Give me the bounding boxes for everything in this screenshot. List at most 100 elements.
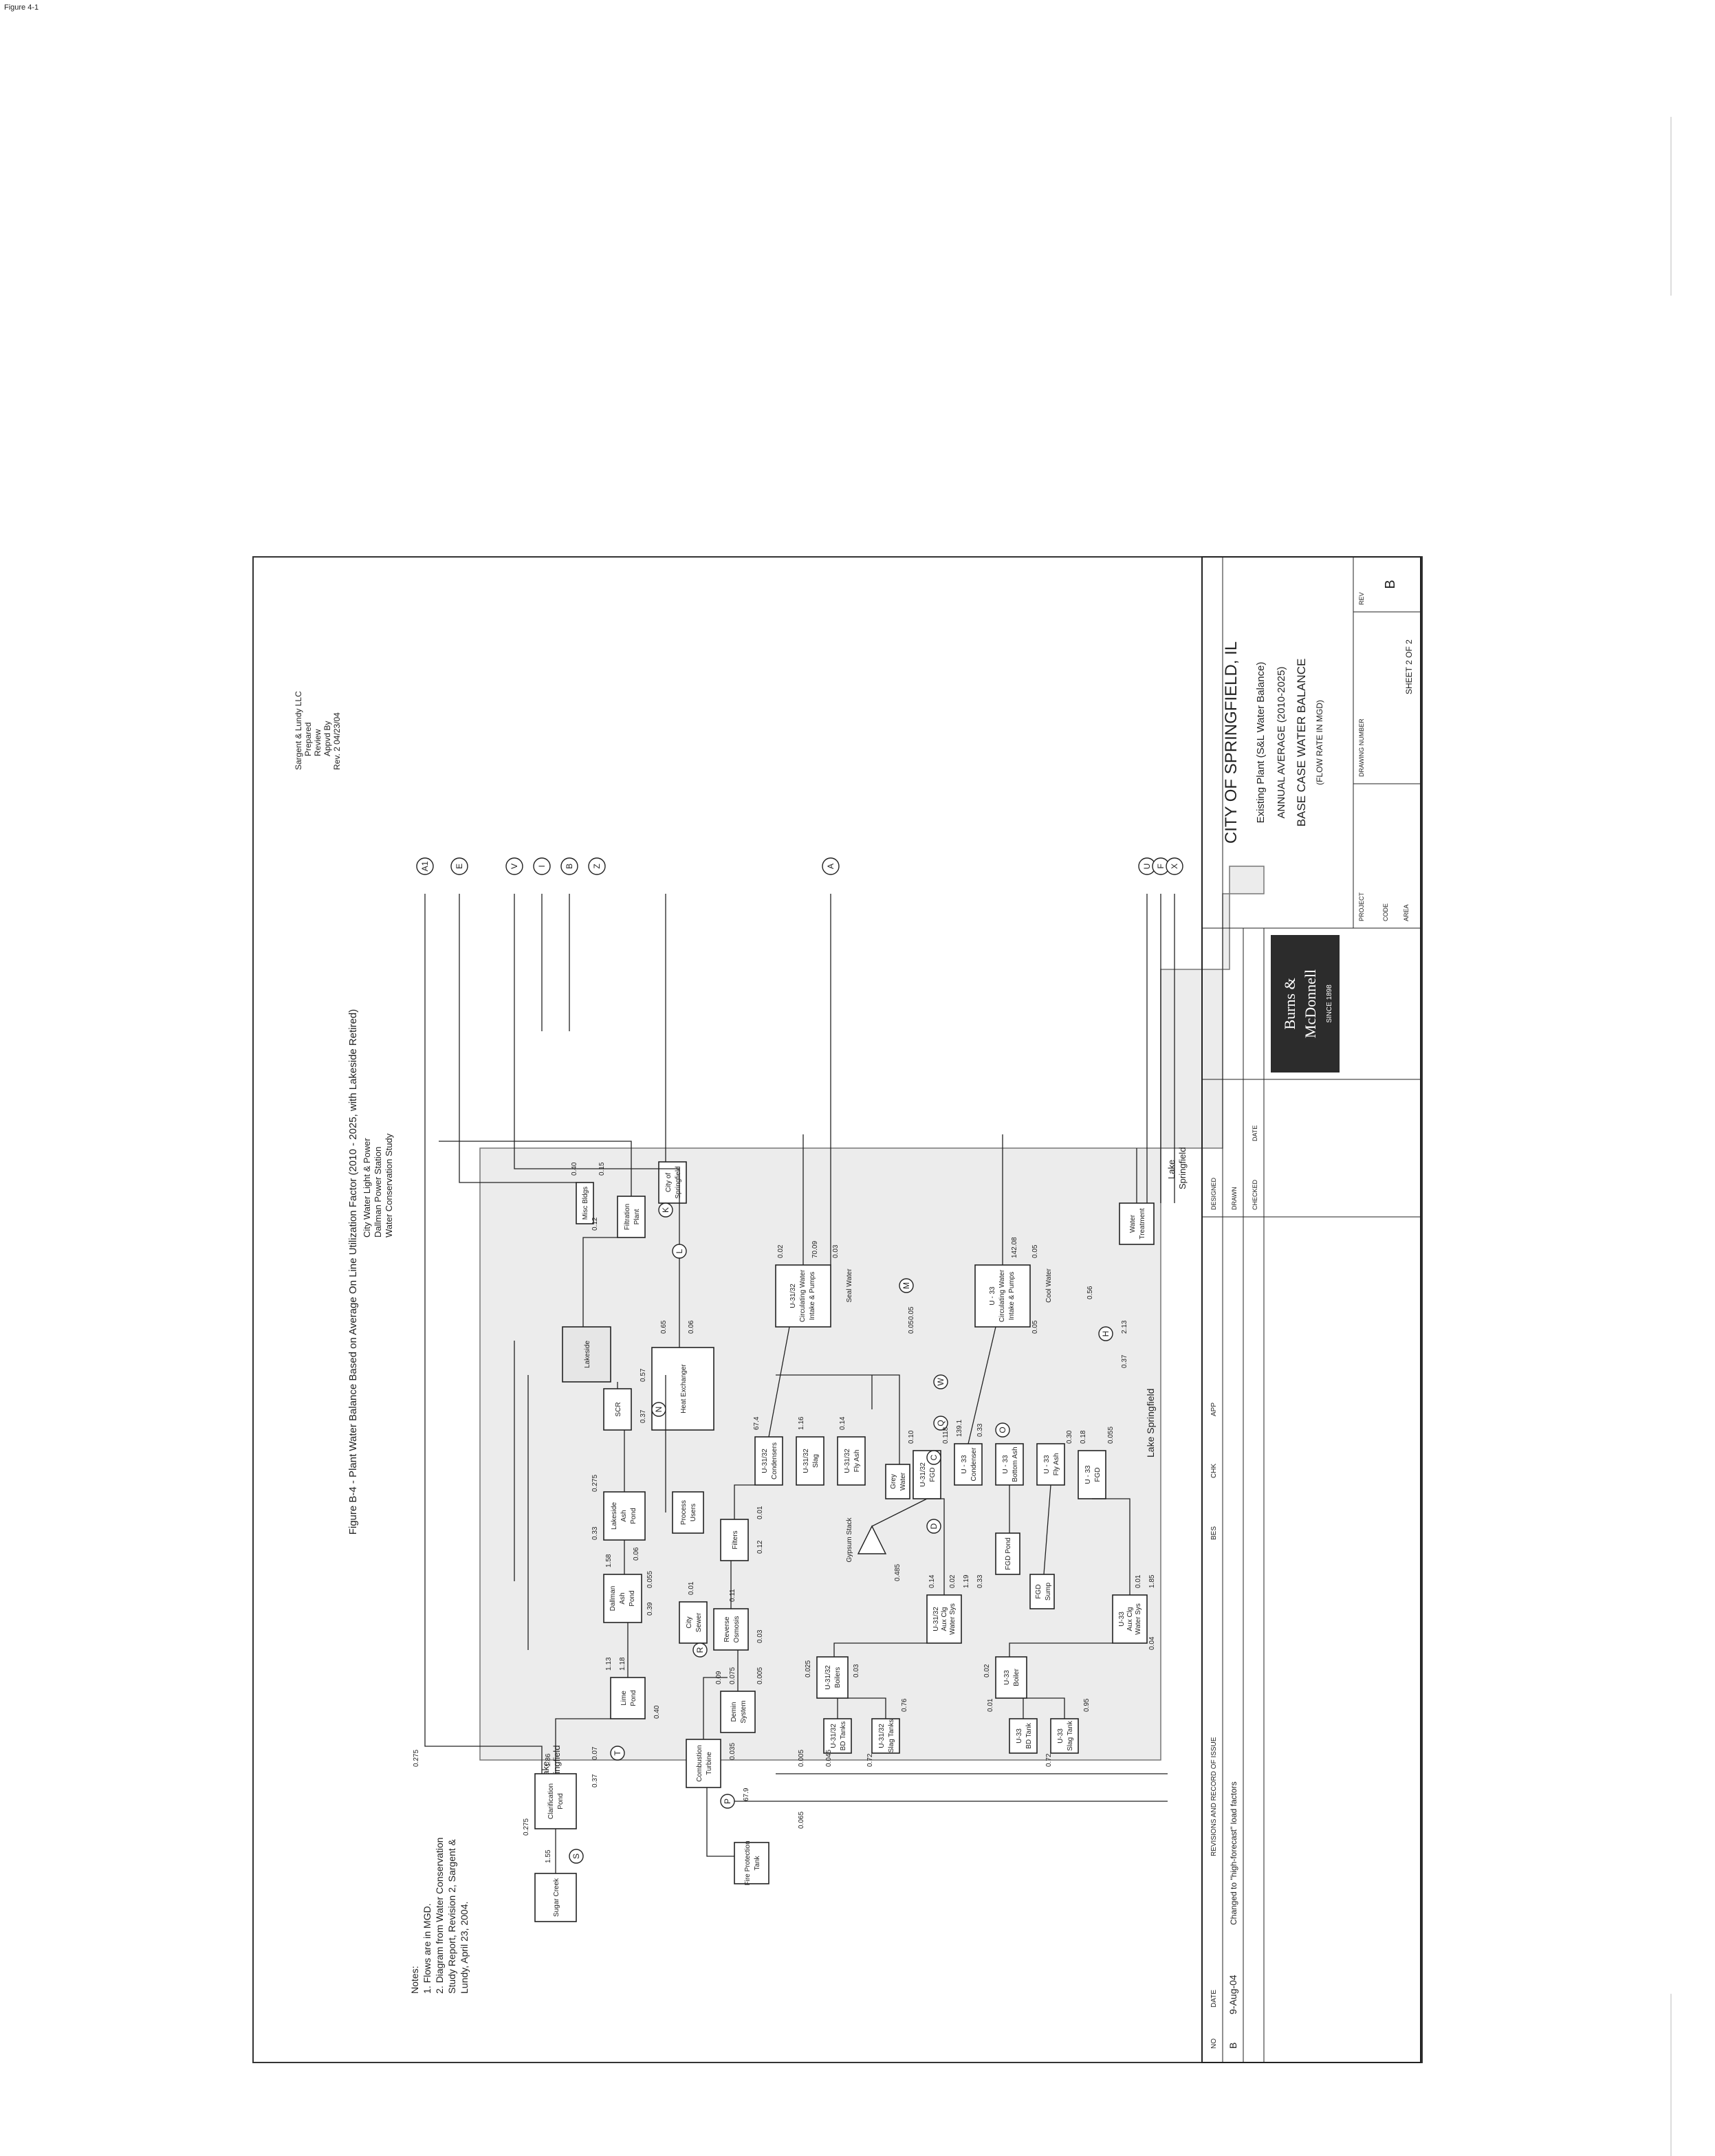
node-label: U-31/32: [878, 1724, 886, 1748]
flow-line: [582, 1237, 618, 1327]
u33-condenser-box: [954, 1443, 983, 1486]
flow-value: 0.275: [591, 1475, 599, 1492]
u33-slag-tank-box: [1050, 1718, 1079, 1754]
node-label: Dallman: [609, 1586, 617, 1612]
flow-value: 0.06: [688, 1320, 695, 1334]
node-label: Grey: [890, 1474, 897, 1489]
flow-values: 1.55 0.275 1.86 0.275 0.07 0.37 1.13 0.4…: [413, 1162, 1156, 1863]
node-label: Slag: [812, 1454, 820, 1468]
flow-value: 0.40: [571, 1162, 578, 1176]
flow-value: 142.08: [1011, 1237, 1018, 1258]
node-label: Plant: [633, 1209, 641, 1224]
flow-value: 0.02: [983, 1664, 991, 1678]
flow-line: [1043, 1484, 1051, 1575]
author-line: Prepared: [303, 723, 313, 756]
node-label: FGD: [1035, 1584, 1042, 1598]
flow-line: [776, 1374, 900, 1464]
node-label: Pond: [629, 1590, 636, 1606]
flow-line: [768, 1326, 790, 1438]
flow-line: [1009, 1642, 1113, 1657]
combustion-turbine-box: [686, 1739, 721, 1788]
connector-circle: [533, 857, 551, 875]
project-label: PROJECT: [1358, 892, 1365, 921]
code-label: CODE: [1382, 903, 1389, 921]
node-label: Heat Exchanger: [680, 1363, 688, 1413]
node-label: Lakeside: [611, 1502, 618, 1530]
lakeside-station-box: [562, 1326, 611, 1383]
connector-circle: [505, 857, 523, 875]
node-label: Intake & Pumps: [809, 1272, 816, 1321]
connector-label: R: [695, 1647, 705, 1653]
flow-value: 0.37: [591, 1774, 599, 1788]
note-line: Notes:: [409, 1966, 420, 1994]
node-label: U-31/32: [824, 1665, 832, 1690]
node-label: Filters: [732, 1530, 739, 1549]
connector-label: N: [654, 1407, 664, 1413]
misc-bldgs-box: [576, 1182, 594, 1224]
node-label: U-31/32: [789, 1284, 797, 1308]
dallman-ash-box: [603, 1574, 642, 1623]
connector-circle: [720, 1794, 735, 1809]
filtration-plant-box: [617, 1196, 646, 1238]
node-label: Sugar Creek: [553, 1878, 560, 1917]
node-label: Water: [899, 1472, 907, 1490]
node-label: Clarification: [547, 1783, 555, 1819]
flow-value: 0.37: [640, 1409, 647, 1423]
flow-value: 1.19: [963, 1574, 970, 1588]
flow-value: 0.72: [1045, 1753, 1053, 1767]
flow-value: 0.275: [523, 1818, 530, 1836]
lake-label-right: Lake: [1166, 1160, 1177, 1179]
heat-exchanger-box: [651, 1347, 714, 1431]
connector-label: O: [998, 1427, 1007, 1433]
rev-row-no: B: [1227, 2043, 1238, 2049]
drawing-label: DRAWING NUMBER: [1358, 718, 1365, 777]
node-label: Aux Clg: [941, 1607, 948, 1631]
lime-pond-box: [610, 1677, 646, 1719]
node-label: Boiler: [1013, 1669, 1020, 1686]
flow-value: 0.15: [598, 1162, 606, 1176]
figure-title: Figure B-4 - Plant Water Balance Based o…: [347, 1009, 359, 1535]
node-label: Pond: [557, 1793, 565, 1809]
connector-circle: [926, 1519, 941, 1534]
connector-label: D: [929, 1523, 939, 1529]
process-boxes: [534, 1161, 1155, 1922]
node-label: U-33: [1016, 1728, 1023, 1744]
city-springfield-box: [658, 1161, 687, 1204]
node-label: Water: [1129, 1214, 1137, 1233]
connector-label: B: [565, 864, 574, 869]
process-users-box: [672, 1491, 704, 1534]
rev-label: REV: [1358, 592, 1365, 605]
reverse-osmosis-box: [713, 1608, 749, 1651]
node-label: U-31/32: [830, 1724, 838, 1748]
node-label: U-33: [1118, 1612, 1126, 1627]
node-label: Filtration: [624, 1204, 631, 1230]
flow-value: 0.05: [908, 1320, 915, 1334]
connector-label: X: [1170, 864, 1179, 869]
flow-value: 0.05: [908, 1306, 915, 1320]
flow-value: 0.33: [976, 1574, 984, 1588]
flow-value: 2.13: [1121, 1320, 1128, 1334]
flow-value: 70.09: [811, 1241, 819, 1258]
u3132-slag-box: [796, 1436, 824, 1486]
logo-text: SINCE 1898: [1326, 984, 1333, 1023]
u3132-bd-tanks-box: [823, 1718, 852, 1754]
flow-value: 0.01: [1135, 1574, 1142, 1588]
flow-value: 0.035: [729, 1743, 736, 1760]
flow-value: 67.4: [753, 1416, 761, 1430]
flow-value: 0.57: [640, 1368, 647, 1382]
flow-value: 0.06: [633, 1547, 640, 1561]
flow-value: 0.075: [729, 1667, 736, 1684]
note-line: Study Report, Revision 2, Sargent &: [446, 1838, 457, 1994]
connector-circle: [692, 1642, 708, 1658]
node-label: U-33: [1057, 1728, 1064, 1744]
flow-value: 0.045: [825, 1750, 833, 1767]
node-label: SCR: [615, 1402, 622, 1416]
connector-label: Q: [936, 1420, 946, 1426]
node-label: Condensers: [771, 1442, 778, 1480]
node-label: Boilers: [834, 1667, 842, 1688]
connector-circle: [933, 1416, 948, 1431]
u3132-condensers-box: [754, 1436, 783, 1486]
flow-value: 0.09: [715, 1671, 723, 1684]
connector-label: F: [1156, 864, 1166, 868]
flow-line: [459, 894, 576, 1183]
